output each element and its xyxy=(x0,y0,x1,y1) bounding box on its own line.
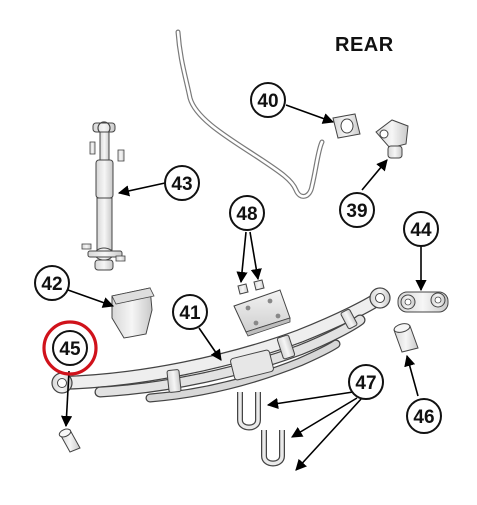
leaf-spring xyxy=(51,287,391,403)
callout-41: 41 xyxy=(172,294,208,330)
arrow-48b xyxy=(249,231,262,281)
u-bolt-lower xyxy=(261,430,285,467)
arrow-48a xyxy=(236,231,248,284)
svg-text:48: 48 xyxy=(236,204,257,225)
stabilizer-bushing xyxy=(332,113,361,139)
rear-label: REAR xyxy=(335,34,394,56)
svg-text:41: 41 xyxy=(179,303,201,324)
shock-absorber xyxy=(81,121,126,271)
callout-40: 40 xyxy=(250,82,286,118)
svg-text:43: 43 xyxy=(171,174,192,195)
spring-eye-bushing xyxy=(58,428,81,453)
leader-arrows xyxy=(60,104,427,471)
callout-42: 42 xyxy=(34,265,70,301)
callout-47: 47 xyxy=(348,364,384,400)
bump-stop xyxy=(111,287,155,339)
svg-text:47: 47 xyxy=(355,373,376,394)
arrow-47a xyxy=(266,391,354,410)
spring-shackle xyxy=(397,291,449,313)
arrow-46 xyxy=(404,354,419,397)
callout-45: 45 xyxy=(42,320,98,376)
arrow-45 xyxy=(60,370,73,428)
callout-44: 44 xyxy=(403,211,439,247)
callout-48: 48 xyxy=(229,195,265,231)
callout-43: 43 xyxy=(164,165,200,201)
shackle-bushing xyxy=(393,323,419,353)
arrow-47b xyxy=(291,397,358,438)
spring-plate-nuts xyxy=(237,279,265,295)
u-bolt-upper xyxy=(237,392,261,431)
svg-text:42: 42 xyxy=(41,274,62,295)
arrow-47c xyxy=(295,397,363,471)
svg-text:45: 45 xyxy=(59,339,81,360)
callout-46: 46 xyxy=(406,398,442,434)
svg-text:44: 44 xyxy=(410,220,432,241)
stabilizer-bar xyxy=(175,29,325,199)
callout-39: 39 xyxy=(339,192,375,228)
svg-text:46: 46 xyxy=(413,407,434,428)
highlight-ring xyxy=(42,320,98,376)
stabilizer-link xyxy=(375,119,409,159)
svg-text:40: 40 xyxy=(257,91,278,112)
svg-text:39: 39 xyxy=(346,201,367,222)
arrow-41 xyxy=(198,327,222,361)
spring-plate xyxy=(233,289,291,337)
arrow-39 xyxy=(361,159,388,191)
arrow-40 xyxy=(285,104,335,124)
arrow-42 xyxy=(67,289,115,308)
arrow-43 xyxy=(117,182,166,197)
